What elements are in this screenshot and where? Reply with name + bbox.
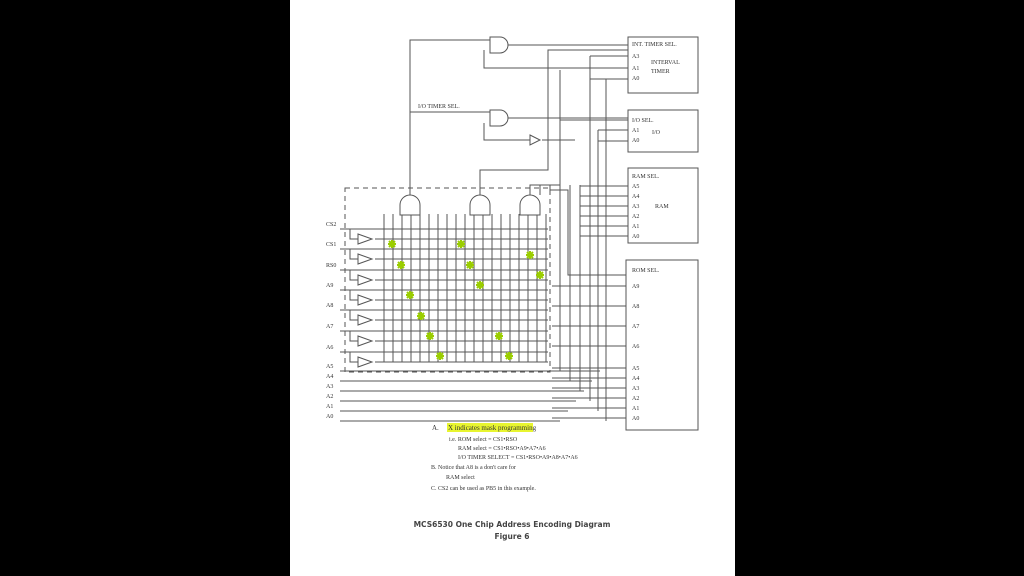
interval-timer-box (627, 36, 699, 94)
io-timer-label: I/O TIMER SEL. (418, 104, 460, 110)
and-gate (399, 194, 421, 216)
mask-mark-icon (505, 352, 513, 360)
pin-label: A5 (632, 184, 639, 190)
mask-mark-icon (526, 251, 534, 259)
note-io: I/O TIMER SELECT = CS1•RSO•A9•A8•A7•A6 (458, 455, 578, 461)
input-line (340, 351, 548, 363)
mask-mark-icon (476, 281, 484, 289)
pin: A0 (632, 76, 639, 82)
mask-mark-icon (388, 240, 396, 248)
timer-name: INTERVAL (651, 60, 680, 66)
mask-mark-icon (536, 271, 544, 279)
mask-mark-icon (466, 261, 474, 269)
input-label: A0 (326, 414, 333, 420)
rom-title: ROM SEL. (632, 268, 660, 274)
pin: A1 (632, 66, 639, 72)
inverter-icon (529, 134, 575, 146)
timer-name2: TIMER (651, 69, 670, 75)
pin-label: A2 (632, 396, 639, 402)
pin-label: A1 (632, 406, 639, 412)
note-c: C. CS2 can be used as PB5 in this exampl… (431, 486, 536, 492)
mask-mark-icon (417, 312, 425, 320)
input-label: A9 (326, 283, 333, 289)
note-rom: i.e. ROM select = CS1•RSO (449, 437, 518, 443)
mask-mark-icon (406, 291, 414, 299)
inverter-icon (357, 274, 374, 286)
mask-boundary (344, 187, 551, 373)
caption-title: MCS6530 One Chip Address Encoding Diagra… (414, 520, 611, 529)
pin-label: A4 (632, 194, 639, 200)
mask-mark-icon (436, 352, 444, 360)
input-label: CS2 (326, 222, 336, 228)
pin-label: A2 (632, 214, 639, 220)
io-name: I/O (652, 130, 661, 136)
highlight (447, 423, 533, 432)
io-box (627, 109, 699, 153)
inverter-icon (357, 294, 374, 306)
input-line (340, 228, 548, 240)
mask-mark-icon (426, 332, 434, 340)
note-b1: B. Notice that A8 is a don't care for (431, 464, 516, 471)
pin-label: A3 (632, 204, 639, 210)
inverter-icon (357, 233, 374, 245)
note-a-label: A. (432, 424, 439, 432)
input-label: A2 (326, 394, 333, 400)
input-label: A1 (326, 404, 333, 410)
mask-mark-icon (495, 332, 503, 340)
pin-label: A7 (632, 324, 639, 330)
pin-label: A8 (632, 304, 639, 310)
rom-select-wire (539, 184, 626, 276)
pin-label: A0 (632, 416, 639, 422)
ram-title: RAM SEL. (632, 174, 660, 180)
rom-box (625, 259, 699, 431)
io-title: I/O SEL. (632, 118, 654, 124)
input-line (340, 309, 548, 321)
and-gate-timer (489, 36, 509, 54)
input-line (340, 269, 548, 281)
input-label: A5 (326, 364, 333, 370)
pin-label: A5 (632, 366, 639, 372)
input-label: A4 (326, 374, 333, 380)
and-gate (469, 194, 491, 216)
pin-label: A4 (632, 376, 639, 382)
pin-label: A0 (632, 234, 639, 240)
note-b2: RAM select (446, 475, 475, 481)
input-line (340, 330, 548, 342)
and-gate (519, 194, 541, 216)
input-label: RS0 (326, 263, 336, 269)
input-line (340, 289, 548, 301)
inverter-icon (357, 253, 374, 265)
pin-label: A6 (632, 344, 639, 350)
pin: A3 (632, 54, 639, 60)
inverter-icon (357, 356, 374, 368)
and-gate-io (489, 109, 509, 127)
timer-title: INT. TIMER SEL. (632, 42, 677, 48)
caption-figure: Figure 6 (494, 532, 529, 541)
inverter-icon (357, 335, 374, 347)
pin: A0 (632, 138, 639, 144)
inverter-icon (357, 314, 374, 326)
mask-mark-icon (397, 261, 405, 269)
input-label: A6 (326, 345, 333, 351)
input-line (340, 248, 548, 260)
pin-label: A9 (632, 284, 639, 290)
pin-label: A3 (632, 386, 639, 392)
note-ram: RAM select = CS1•RSO•A9•A7•A6 (458, 446, 546, 452)
pin: A1 (632, 128, 639, 134)
note-a: X indicates mask programming (448, 424, 537, 432)
input-label: A3 (326, 384, 333, 390)
pin-label: A1 (632, 224, 639, 230)
document-page (290, 0, 735, 576)
mask-mark-icon (457, 240, 465, 248)
input-label: A8 (326, 303, 333, 309)
input-label: A7 (326, 324, 333, 330)
ram-name: RAM (655, 204, 669, 210)
input-label: CS1 (326, 242, 336, 248)
